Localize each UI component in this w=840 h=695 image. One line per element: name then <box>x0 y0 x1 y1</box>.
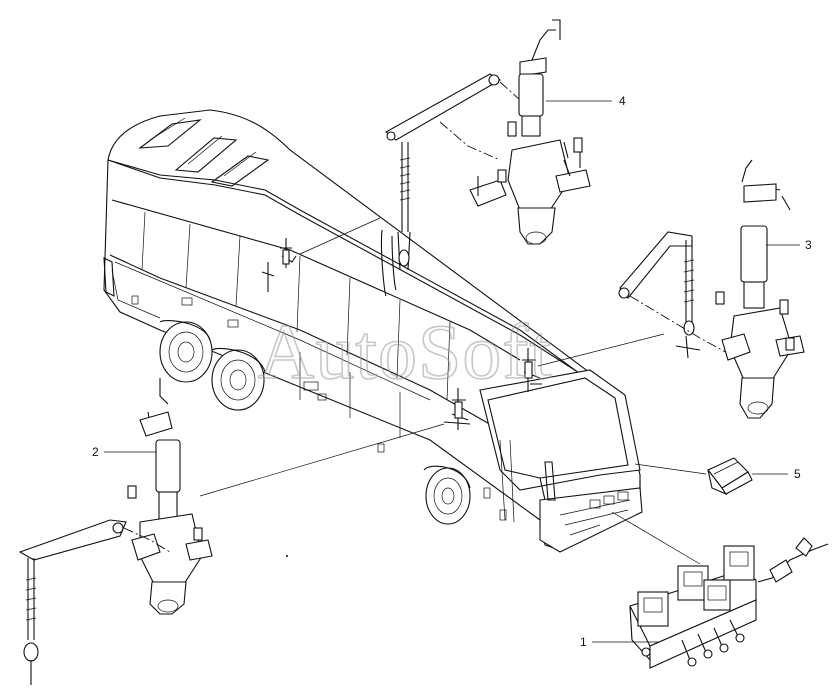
switch-component-5 <box>707 457 753 496</box>
solenoid-valve-block-1 <box>629 537 829 669</box>
leader-line-4-bus <box>299 217 381 255</box>
bus-valve-markers <box>261 238 542 430</box>
leader-line-2-bus <box>199 423 445 497</box>
callout-label-1: 1 <box>580 635 587 649</box>
watermark-text: AutoSoft <box>258 308 552 395</box>
level-valve-assembly-4 <box>380 19 591 297</box>
leader-line-1-bus <box>611 511 701 565</box>
callout-leaders <box>104 100 800 643</box>
callout-label-3: 3 <box>805 238 812 252</box>
leader-line-5-bus <box>634 463 707 475</box>
callout-label-2: 2 <box>92 445 99 459</box>
bus-illustration <box>103 109 643 557</box>
leader-line-3-bus <box>537 333 665 367</box>
callout-label-5: 5 <box>794 467 801 481</box>
callout-label-4: 4 <box>619 94 626 108</box>
level-valve-assembly-3 <box>618 159 805 419</box>
level-valve-assembly-2 <box>18 378 213 685</box>
